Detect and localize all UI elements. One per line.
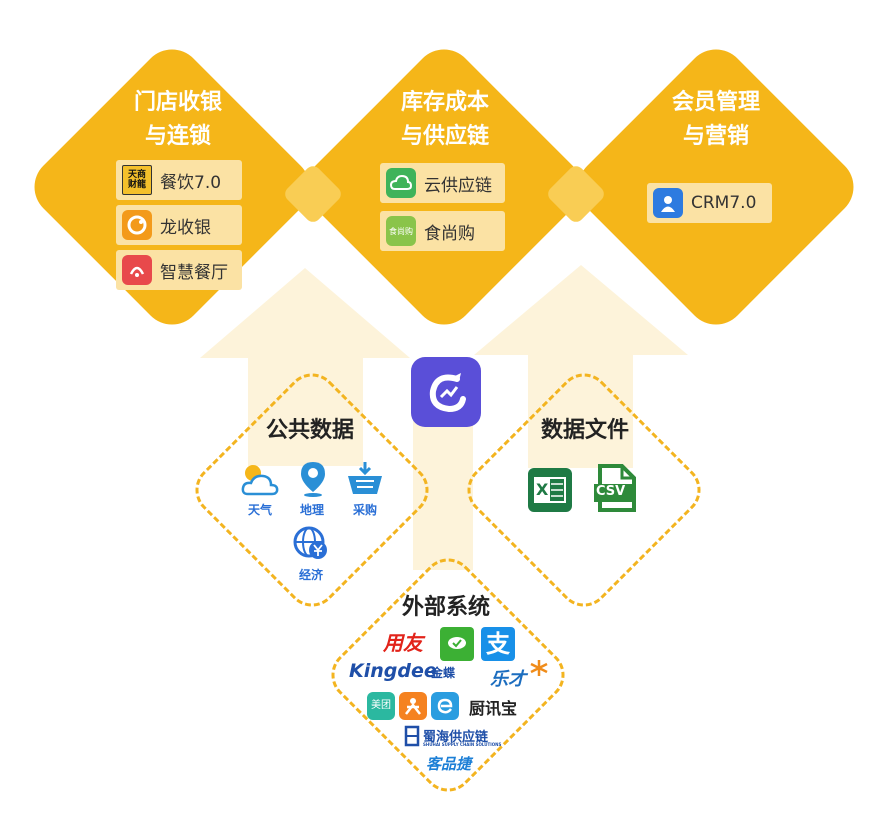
weather-icon xyxy=(240,460,280,498)
diamond-2-title: 库存成本 与供应链 xyxy=(345,86,545,154)
chip-shishanggou[interactable]: 食尚购 食尚购 xyxy=(380,211,505,251)
crm-user-icon xyxy=(653,188,683,218)
chip-cloud-supply-label: 云供应链 xyxy=(424,175,492,196)
meituan-icon: 美团 xyxy=(367,692,395,720)
location-label: 地理 xyxy=(299,503,324,517)
arrow-right-shaft xyxy=(528,353,633,468)
arrow-center-shaft xyxy=(413,420,473,570)
chip-crm-label: CRM7.0 xyxy=(691,193,757,213)
diamond-2-title-line2: 与供应链 xyxy=(400,124,489,149)
weather-label: 天气 xyxy=(247,503,272,517)
external-systems-title: 外部系统 xyxy=(401,595,490,620)
diamond-1-title: 门店收银 与连锁 xyxy=(78,86,278,154)
chip-longshouyin[interactable]: 龙收银 xyxy=(116,205,242,245)
chip-cloud-supply[interactable]: 云供应链 xyxy=(380,163,505,203)
excel-icon[interactable]: X xyxy=(528,468,572,512)
globe-yen-icon xyxy=(293,526,329,562)
public-data-title: 公共数据 xyxy=(265,418,354,443)
yonyou-logo: 用友 xyxy=(383,631,423,655)
dragon-orange-icon xyxy=(122,210,152,240)
arrow-right xyxy=(474,265,688,355)
arrow-left-shaft xyxy=(248,356,363,466)
hub-dragon-icon[interactable] xyxy=(411,357,481,427)
shuhai-logo: 蜀海供应链 xyxy=(423,730,489,745)
chip-canyin-label: 餐饮7.0 xyxy=(160,172,222,193)
chip-smart-restaurant[interactable]: 智慧餐厅 xyxy=(116,250,242,290)
alipay-icon: 支 xyxy=(481,627,515,661)
smart-restaurant-icon xyxy=(122,255,152,285)
shuhai-en-logo: SHUHAI SUPPLY CHAIN SOLUTIONS xyxy=(423,742,502,747)
lecai-logo: 乐才 xyxy=(490,669,526,690)
kingdee-cn-logo: 金蝶 xyxy=(431,666,456,680)
economy-label: 经济 xyxy=(298,568,323,582)
chip-canyin[interactable]: 天商 财龍 餐饮7.0 xyxy=(116,160,242,200)
csv-label: CSV xyxy=(596,484,626,499)
lecai-star-icon xyxy=(528,658,550,678)
excel-letter: X xyxy=(536,480,549,499)
wechat-pay-icon xyxy=(440,627,474,661)
diamond-1-title-line2: 与连锁 xyxy=(144,124,211,149)
chuxunbao-logo: 厨讯宝 xyxy=(469,699,518,718)
kepinjie-logo: 客品捷 xyxy=(426,755,472,773)
shishanggou-icon: 食尚购 xyxy=(386,216,416,246)
diamond-3-title: 会员管理 与营销 xyxy=(616,86,816,154)
csv-icon[interactable]: CSV xyxy=(592,464,638,514)
diamond-3-title-line1: 会员管理 xyxy=(671,90,760,115)
tianshang-icon: 天商 财龍 xyxy=(122,165,152,195)
data-files-title: 数据文件 xyxy=(540,418,629,443)
diamond-3-title-line2: 与营销 xyxy=(682,124,749,149)
chip-crm[interactable]: CRM7.0 xyxy=(647,183,772,223)
chip-shishanggou-label: 食尚购 xyxy=(424,223,475,244)
chip-smart-restaurant-label: 智慧餐厅 xyxy=(160,262,228,283)
cloud-icon xyxy=(386,168,416,198)
e-blue-icon xyxy=(431,692,459,720)
arrow-left xyxy=(200,268,410,358)
orange-person-icon xyxy=(399,692,427,720)
location-pin-icon xyxy=(299,460,327,498)
diamond-2-title-line1: 库存成本 xyxy=(400,90,489,115)
data-files-dashed-frame xyxy=(456,362,712,618)
kingdee-logo: Kingdee xyxy=(349,660,437,682)
purchase-label: 采购 xyxy=(352,503,377,517)
shuhai-logo-icon xyxy=(404,725,420,747)
basket-icon xyxy=(346,460,384,498)
diamond-1-title-line1: 门店收银 xyxy=(133,90,222,115)
chip-longshouyin-label: 龙收银 xyxy=(160,217,211,238)
